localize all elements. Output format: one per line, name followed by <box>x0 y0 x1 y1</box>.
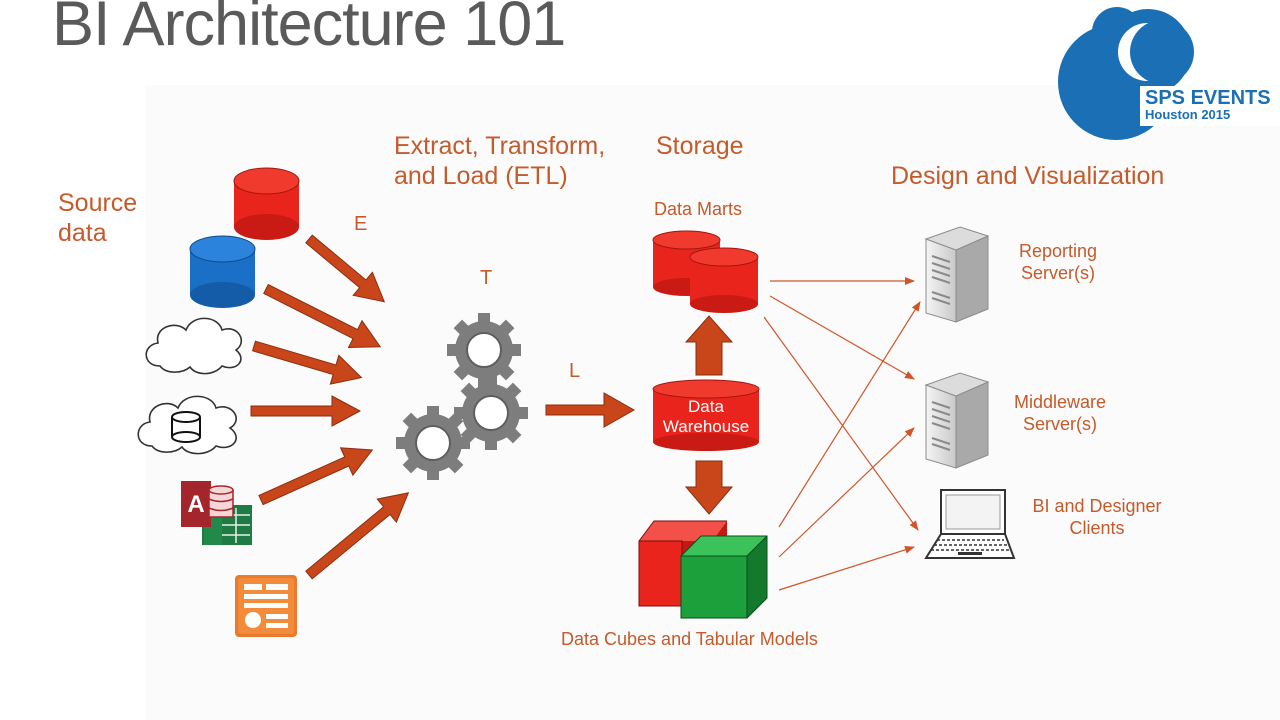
gear-icon-top <box>447 313 521 387</box>
load-step-label: L <box>569 360 581 382</box>
cube-icon-green <box>680 535 768 619</box>
transform-step-label: T <box>480 267 493 289</box>
storage-label: Storage <box>656 132 744 160</box>
cloud-database-icon <box>137 395 237 455</box>
warehouse-to-cubes-arrow <box>684 460 734 515</box>
gear-icon-left <box>396 406 470 480</box>
reporting-server-icon <box>924 226 990 323</box>
laptop-icon <box>924 489 1016 559</box>
sps-events-logo <box>1058 7 1280 140</box>
gear-icon-middle <box>454 376 528 450</box>
design-visualization-label: Design and Visualization <box>891 162 1165 190</box>
middleware-server-label: Middleware Server(s) <box>1013 392 1107 434</box>
data-warehouse-label: Data Warehouse <box>662 397 750 437</box>
data-marts-label: Data Marts <box>654 199 743 219</box>
logo-text-primary: SPS EVENTS <box>1145 87 1271 109</box>
logo-text-secondary: Houston 2015 <box>1145 107 1231 122</box>
data-mart-icon-front <box>689 247 759 313</box>
connector-arrows <box>763 277 921 591</box>
extract-arrows <box>250 234 410 580</box>
slide-title: BI Architecture 101 <box>52 0 566 59</box>
svg-text:A: A <box>187 491 204 518</box>
source-database-blue-icon <box>189 235 256 308</box>
source-database-red-icon <box>233 167 300 240</box>
cloud-icon <box>145 317 242 375</box>
warehouse-to-marts-arrow <box>684 315 734 376</box>
data-warehouse-icon <box>652 379 760 451</box>
data-cubes-label: Data Cubes and Tabular Models <box>561 629 818 649</box>
extract-step-label: E <box>354 213 368 235</box>
load-arrow <box>545 392 636 428</box>
etl-label: Extract, Transform, and Load (ETL) <box>394 132 606 190</box>
middleware-server-icon <box>924 372 990 469</box>
source-data-label: Source data <box>58 189 138 247</box>
bi-designer-clients-label: BI and Designer Clients <box>1032 496 1162 538</box>
report-document-icon <box>235 575 297 637</box>
reporting-server-label: Reporting Server(s) <box>1018 241 1098 283</box>
access-excel-icon: A <box>181 481 252 545</box>
